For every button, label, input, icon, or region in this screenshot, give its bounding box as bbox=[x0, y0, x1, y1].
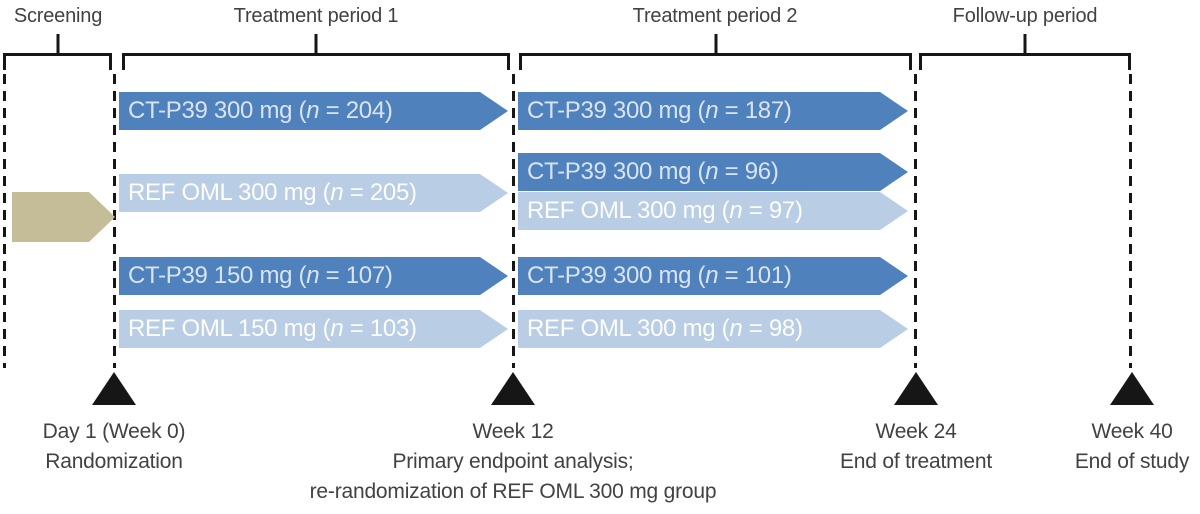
period-label-treatment-2: Treatment period 2 bbox=[632, 5, 798, 27]
milestone-line: Randomization bbox=[45, 450, 183, 473]
arm-tp2-ctp39-300-from-150: CT-P39 300 mg (n = 101) bbox=[518, 257, 908, 295]
dashed-line-screening-start bbox=[3, 74, 6, 368]
arm-tp1-ctp39-150: CT-P39 150 mg (n = 107) bbox=[119, 257, 508, 295]
arm-label: CT-P39 300 mg (n = 187) bbox=[527, 97, 792, 124]
arm-label: CT-P39 150 mg (n = 107) bbox=[128, 262, 393, 289]
bracket-tick bbox=[1023, 34, 1027, 56]
arm-label: REF OML 300 mg (n = 98) bbox=[527, 315, 803, 342]
arm-tp1-refoml-300: REF OML 300 mg (n = 205) bbox=[119, 174, 508, 212]
arm-tp2-refoml-300-from-150: REF OML 300 mg (n = 98) bbox=[518, 310, 908, 348]
bracket-follow-up bbox=[919, 34, 1131, 70]
dashed-line-week40 bbox=[1129, 74, 1132, 368]
bracket-tick bbox=[56, 34, 59, 56]
arm-label: REF OML 150 mg (n = 103) bbox=[128, 315, 417, 342]
arm-tp2-ctp39-300-rerandomized: CT-P39 300 mg (n = 96) bbox=[518, 153, 908, 191]
milestone-line: End of treatment bbox=[839, 450, 993, 473]
arm-label: REF OML 300 mg (n = 97) bbox=[527, 197, 803, 224]
milestone-triangle-day1 bbox=[92, 372, 136, 405]
bracket-screening bbox=[3, 34, 112, 70]
dashed-line-day1 bbox=[113, 74, 116, 368]
arm-label: CT-P39 300 mg (n = 96) bbox=[527, 158, 779, 185]
milestone-line: Week 12 bbox=[472, 420, 554, 443]
arm-tp1-ctp39-300: CT-P39 300 mg (n = 204) bbox=[119, 92, 508, 130]
dashed-line-week24 bbox=[914, 74, 917, 368]
arm-tp2-ctp39-300-continued: CT-P39 300 mg (n = 187) bbox=[518, 92, 908, 130]
period-label-treatment-1: Treatment period 1 bbox=[233, 5, 399, 27]
arm-label: REF OML 300 mg (n = 205) bbox=[128, 179, 417, 206]
arm-label: CT-P39 300 mg (n = 101) bbox=[527, 262, 792, 289]
screening-entry-arrow bbox=[12, 192, 115, 242]
period-label-follow-up: Follow-up period bbox=[952, 5, 1098, 27]
arm-tp2-refoml-300-rerandomized: REF OML 300 mg (n = 97) bbox=[518, 192, 908, 230]
milestone-line: End of study bbox=[1074, 450, 1190, 473]
bracket-treatment-2 bbox=[519, 34, 912, 70]
bracket-tick bbox=[714, 34, 717, 56]
milestone-triangle-week40 bbox=[1110, 372, 1154, 405]
milestone-label-week40: Week 40 End of study bbox=[1032, 417, 1200, 477]
milestone-triangle-week12 bbox=[491, 372, 535, 405]
milestone-triangle-week24 bbox=[894, 372, 938, 405]
milestone-line: Primary endpoint analysis; bbox=[392, 450, 634, 473]
milestone-label-week24: Week 24 End of treatment bbox=[766, 417, 1066, 477]
dashed-line-week12 bbox=[512, 74, 515, 368]
bracket-treatment-1 bbox=[122, 34, 510, 70]
period-label-screening: Screening bbox=[13, 5, 103, 27]
arm-label: CT-P39 300 mg (n = 204) bbox=[128, 97, 393, 124]
bracket-tick bbox=[314, 34, 318, 56]
milestone-label-day1: Day 1 (Week 0) Randomization bbox=[0, 417, 264, 477]
milestone-line: Day 1 (Week 0) bbox=[42, 420, 186, 443]
milestone-line: re-randomization of REF OML 300 mg group bbox=[309, 480, 717, 503]
arm-tp1-refoml-150: REF OML 150 mg (n = 103) bbox=[119, 310, 508, 348]
milestone-line: Week 40 bbox=[1091, 420, 1173, 443]
milestone-line: Week 24 bbox=[875, 420, 957, 443]
milestone-label-week12: Week 12 Primary endpoint analysis; re-ra… bbox=[283, 417, 743, 507]
